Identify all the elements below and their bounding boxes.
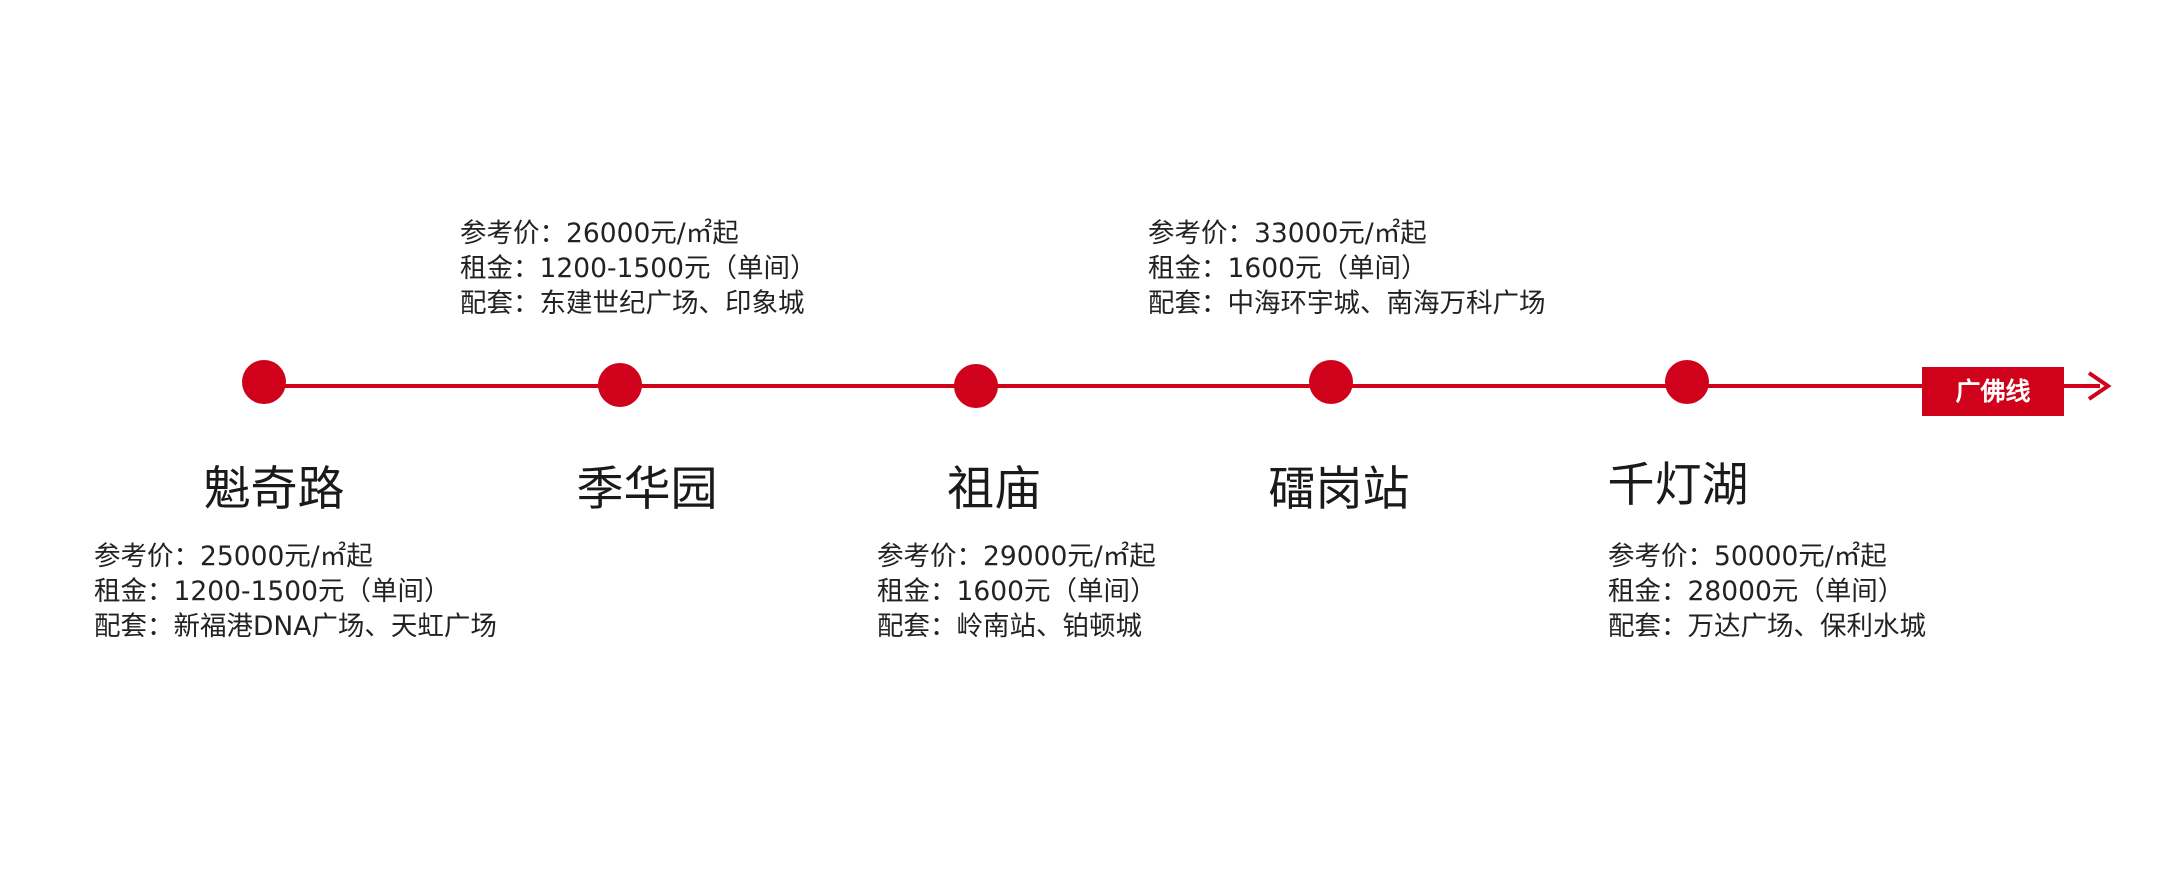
rent-price: 租金：1600元（单间）: [1148, 253, 1428, 284]
line-direction-arrow: [2087, 371, 2112, 401]
rent-price: 租金：1200-1500元（单间）: [460, 253, 817, 284]
amenities: 配套：岭南站、铂顿城: [877, 611, 1142, 642]
amenities: 配套：新福港DNA广场、天虹广场: [94, 611, 497, 642]
reference-price: 参考价：50000元/㎡起: [1608, 541, 1887, 572]
reference-price: 参考价：29000元/㎡起: [877, 541, 1156, 572]
station-name-zumiao: 祖庙: [947, 462, 1041, 517]
reference-price: 参考价：25000元/㎡起: [94, 541, 373, 572]
amenities: 配套：万达广场、保利水城: [1608, 611, 1926, 642]
amenities: 配套：东建世纪广场、印象城: [460, 288, 805, 319]
station-info-jihuayuan: 参考价：26000元/㎡起 租金：1200-1500元（单间） 配套：东建世纪广…: [460, 216, 816, 321]
station-info-qiandenghu: 参考价：50000元/㎡起 租金：28000元（单间） 配套：万达广场、保利水城: [1608, 539, 1926, 644]
station-dot-qiandenghu: [1665, 360, 1709, 404]
reference-price: 参考价：26000元/㎡起: [460, 218, 739, 249]
rent-price: 租金：28000元（单间）: [1608, 576, 1905, 607]
station-name-kuiqilu: 魁奇路: [203, 462, 345, 517]
station-name-jihuayuan: 季华园: [576, 462, 718, 517]
station-dot-zumiao: [954, 364, 998, 408]
station-name-leigang: 礌岗站: [1268, 462, 1410, 517]
reference-price: 参考价：33000元/㎡起: [1148, 218, 1427, 249]
station-dot-jihuayuan: [598, 363, 642, 407]
amenities: 配套：中海环宇城、南海万科广场: [1148, 288, 1546, 319]
station-dot-leigang: [1309, 360, 1353, 404]
station-info-zumiao: 参考价：29000元/㎡起 租金：1600元（单间） 配套：岭南站、铂顿城: [877, 539, 1156, 644]
line-name-badge: 广佛线: [1922, 367, 2064, 416]
rent-price: 租金：1600元（单间）: [877, 576, 1157, 607]
rent-price: 租金：1200-1500元（单间）: [94, 576, 451, 607]
station-name-qiandenghu: 千灯湖: [1607, 458, 1749, 513]
station-info-kuiqilu: 参考价：25000元/㎡起 租金：1200-1500元（单间） 配套：新福港DN…: [94, 539, 497, 644]
station-info-leigang: 参考价：33000元/㎡起 租金：1600元（单间） 配套：中海环宇城、南海万科…: [1148, 216, 1546, 321]
station-dot-kuiqilu: [242, 360, 286, 404]
